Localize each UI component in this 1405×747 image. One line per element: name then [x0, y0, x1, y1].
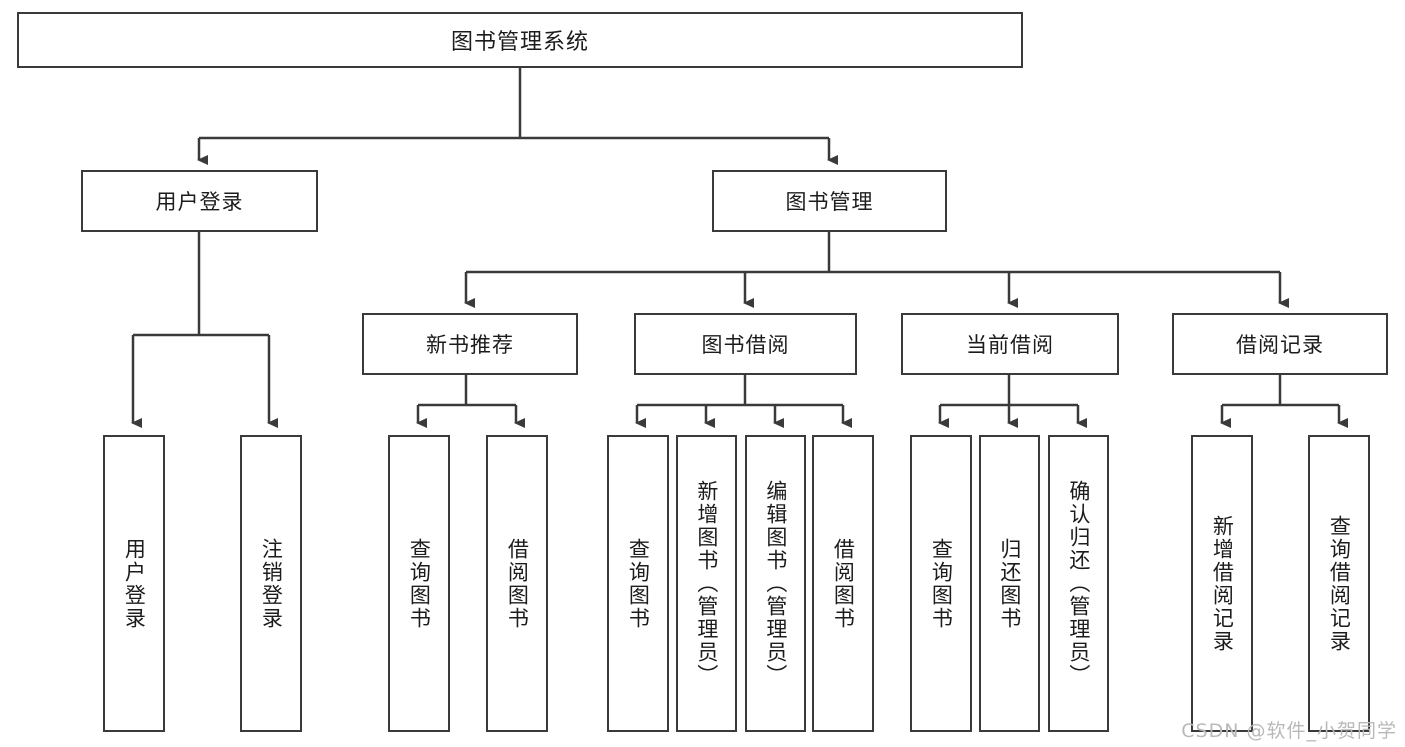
node-current-borrow[interactable]: 当前借阅: [901, 313, 1119, 375]
leaf-borrow-add-book[interactable]: 新增图书（管理员）: [676, 435, 737, 732]
leaf-user-login-logout[interactable]: 注销登录: [240, 435, 302, 732]
node-user-login[interactable]: 用户登录: [81, 170, 318, 232]
node-label: 查询图书: [626, 537, 651, 630]
node-book-borrow[interactable]: 图书借阅: [634, 313, 857, 375]
node-label: 图书管理系统: [450, 30, 589, 55]
node-label: 查询图书: [407, 537, 432, 630]
node-borrow-record[interactable]: 借阅记录: [1172, 313, 1388, 375]
leaf-recommend-query-book[interactable]: 查询图书: [388, 435, 450, 732]
node-label: 当前借阅: [966, 333, 1054, 357]
leaf-record-add-record[interactable]: 新增借阅记录: [1191, 435, 1253, 732]
leaf-current-query-book[interactable]: 查询图书: [910, 435, 972, 732]
node-book-management[interactable]: 图书管理: [712, 170, 947, 232]
leaf-recommend-borrow-book[interactable]: 借阅图书: [486, 435, 548, 732]
leaf-current-return-book[interactable]: 归还图书: [979, 435, 1040, 732]
node-label: 新增借阅记录: [1210, 514, 1235, 653]
node-label: 查询借阅记录: [1327, 514, 1352, 653]
node-label: 用户登录: [122, 537, 147, 630]
csdn-watermark: CSDN @软件_小贺同学: [1181, 720, 1397, 742]
leaf-record-query-record[interactable]: 查询借阅记录: [1308, 435, 1370, 732]
node-label: 新增图书（管理员）: [694, 480, 719, 687]
node-label: 图书管理: [785, 190, 874, 214]
node-label: 编辑图书（管理员）: [763, 480, 788, 687]
node-label: 借阅图书: [505, 537, 530, 630]
node-label: 注销登录: [259, 537, 284, 630]
node-label: 借阅图书: [831, 537, 856, 630]
node-label: 确认归还（管理员）: [1066, 480, 1091, 687]
leaf-current-confirm-return[interactable]: 确认归还（管理员）: [1048, 435, 1109, 732]
node-label: 图书借阅: [701, 333, 790, 357]
leaf-borrow-borrow-book[interactable]: 借阅图书: [812, 435, 874, 732]
node-label: 查询图书: [929, 537, 954, 630]
leaf-borrow-edit-book[interactable]: 编辑图书（管理员）: [745, 435, 806, 732]
node-label: 归还图书: [997, 537, 1022, 630]
leaf-user-login-login[interactable]: 用户登录: [103, 435, 165, 732]
node-new-book-recommend[interactable]: 新书推荐: [362, 313, 578, 375]
node-root-system[interactable]: 图书管理系统: [17, 12, 1023, 68]
node-label: 用户登录: [155, 190, 244, 214]
node-label: 借阅记录: [1236, 333, 1324, 357]
leaf-borrow-query-book[interactable]: 查询图书: [607, 435, 669, 732]
node-label: 新书推荐: [426, 333, 514, 357]
